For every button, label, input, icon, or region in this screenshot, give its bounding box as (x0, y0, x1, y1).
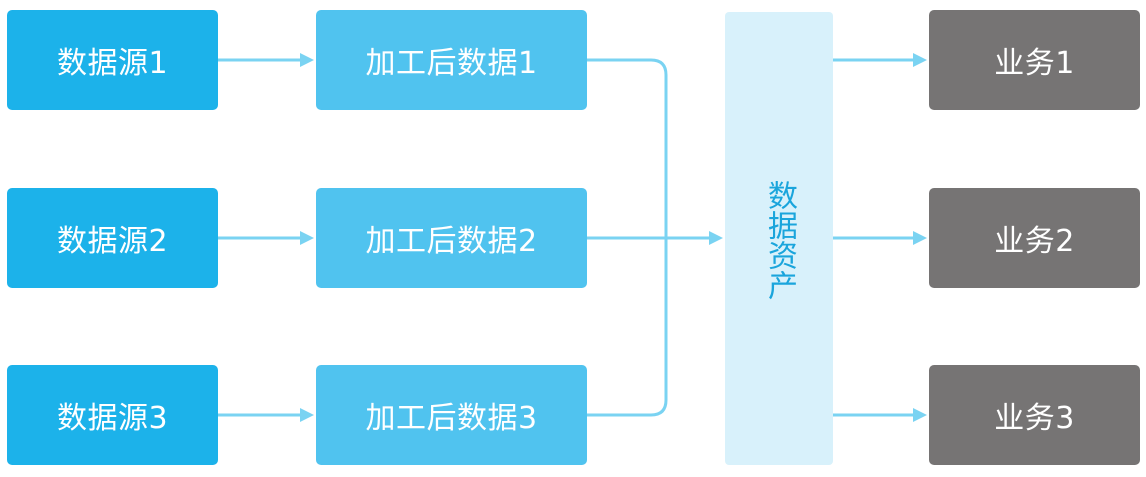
business-1-label: 业务1 (994, 46, 1075, 81)
business-3-box: 业务3 (929, 365, 1140, 465)
arrowhead-asset (709, 231, 723, 245)
arrowhead-processed1 (300, 53, 314, 67)
processed-data-2-label: 加工后数据2 (365, 224, 538, 259)
processed-data-1-label: 加工后数据1 (365, 46, 538, 81)
data-source-3-box: 数据源3 (7, 365, 218, 465)
processed-data-3-box: 加工后数据3 (316, 365, 587, 465)
processed-data-1-box: 加工后数据1 (316, 10, 587, 110)
arrowhead-business2 (913, 231, 927, 245)
processed-data-3-label: 加工后数据3 (365, 401, 538, 436)
arrowhead-processed2 (300, 231, 314, 245)
arrowhead-processed3 (300, 408, 314, 422)
business-1-box: 业务1 (929, 10, 1140, 110)
arrowhead-business1 (913, 53, 927, 67)
arrowhead-business3 (913, 408, 927, 422)
data-source-3-label: 数据源3 (56, 401, 169, 436)
data-source-1-box: 数据源1 (7, 10, 218, 110)
business-3-label: 业务3 (994, 401, 1075, 436)
data-source-2-box: 数据源2 (7, 188, 218, 288)
business-2-box: 业务2 (929, 188, 1140, 288)
business-2-label: 业务2 (994, 224, 1075, 259)
data-asset-panel: 数据资产 (725, 12, 833, 465)
data-asset-label: 数据资产 (762, 180, 797, 300)
data-source-2-label: 数据源2 (56, 224, 169, 259)
data-source-1-label: 数据源1 (56, 46, 169, 81)
processed-data-2-box: 加工后数据2 (316, 188, 587, 288)
